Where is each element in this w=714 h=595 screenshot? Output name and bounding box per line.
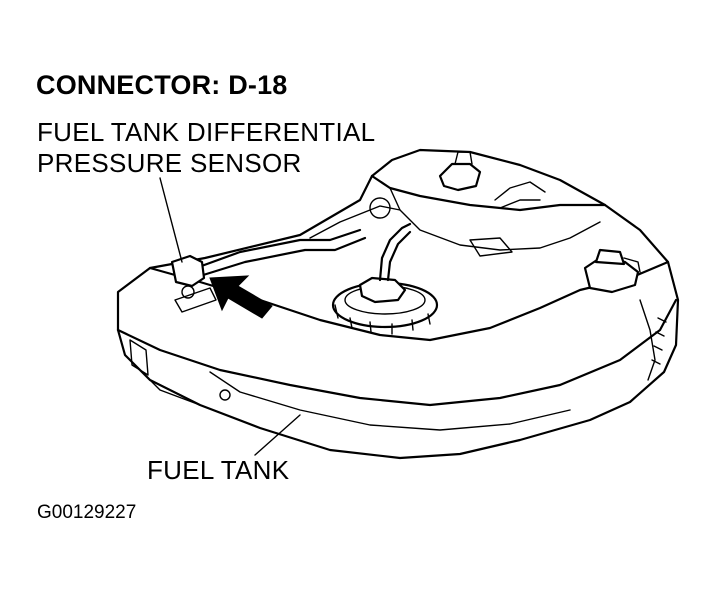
figure-code: G00129227 xyxy=(37,502,137,523)
fuel-tank-callout: FUEL TANK xyxy=(147,455,290,485)
pointer-arrow-icon xyxy=(209,275,273,319)
pressure-sensor-part xyxy=(170,254,206,288)
sensor-callout-line2: PRESSURE SENSOR xyxy=(37,148,302,178)
sensor-callout-line1: FUEL TANK DIFFERENTIAL xyxy=(37,117,376,147)
connector-title: CONNECTOR: D-18 xyxy=(36,70,288,100)
